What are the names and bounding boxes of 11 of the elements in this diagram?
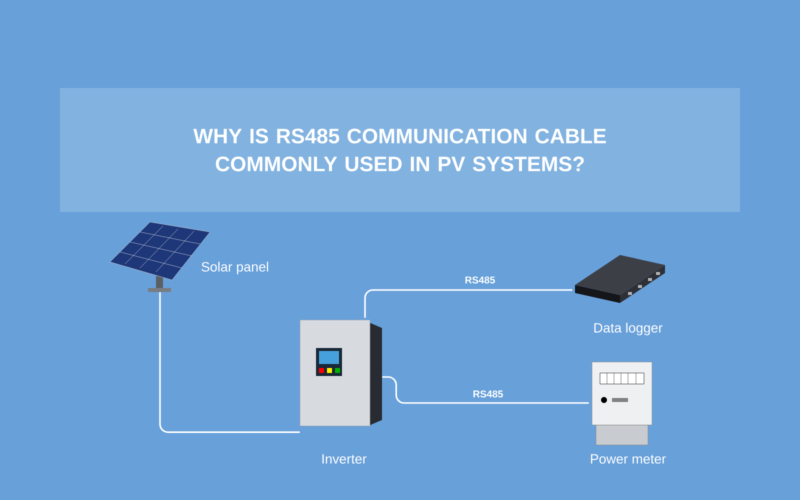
title-banner: WHY IS RS485 COMMUNICATION CABLE COMMONLY USED IN PV SYSTEMS? [60,88,740,212]
edge-label: RS485 [465,276,495,284]
power-meter-drawing [592,362,652,446]
node-caption: Solar panel [202,262,268,274]
node-caption: Inverter [322,454,367,464]
edge-label: RS485 [473,390,503,398]
data-logger-drawing [575,255,665,303]
node-caption: Power meter [591,454,666,464]
cable-line [364,289,572,318]
inverter-drawing [300,320,382,426]
node-caption: Data logger [594,322,663,336]
